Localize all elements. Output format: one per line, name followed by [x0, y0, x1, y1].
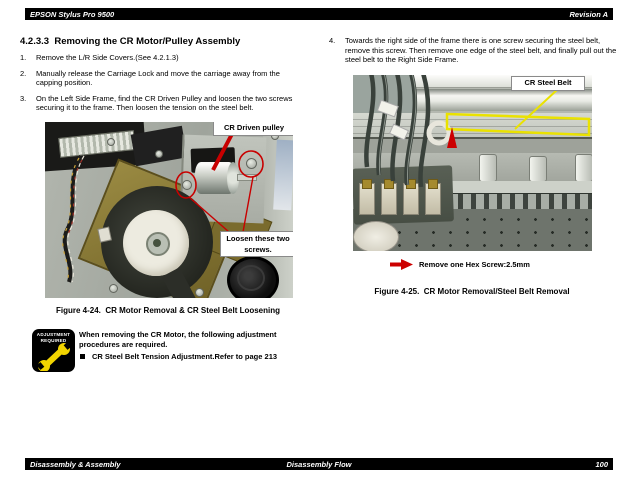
- pulley-hub-screw-shape: [153, 239, 161, 247]
- step-3: 3. On the Left Side Frame, find the CR D…: [20, 94, 308, 113]
- adjustment-bullet-item: CR Steel Belt Tension Adjustment.Refer t…: [80, 352, 277, 362]
- frame-screw: [195, 288, 204, 297]
- section-title: 4.2.3.3 Removing the CR Motor/Pulley Ass…: [20, 36, 241, 47]
- figure-4-24-caption: Figure 4-24. CR Motor Removal & CR Steel…: [55, 306, 281, 315]
- brass-fitting-shape: [384, 179, 394, 189]
- steps-right-column: 4. Towards the right side of the frame t…: [329, 36, 621, 71]
- step-1: 1. Remove the L/R Side Covers.(See 4.2.1…: [20, 53, 308, 63]
- bullet-square-icon: [80, 354, 85, 359]
- header-revision: Revision A: [569, 9, 608, 19]
- hex-note-text: Remove one Hex Screw:2.5mm: [419, 260, 530, 269]
- pulley-end-cap-shape: [227, 162, 239, 194]
- callout-cr-steel-belt: CR Steel Belt: [511, 76, 585, 91]
- figure-4-25-photo: CR Steel Belt: [353, 75, 592, 251]
- tension-screw-right: [246, 158, 257, 169]
- adjustment-required-badge: ADJUSTMENT REQUIRED: [32, 329, 75, 373]
- belt-annotation-overlay: [445, 88, 591, 148]
- step-3-text: On the Left Side Frame, find the CR Driv…: [36, 93, 293, 113]
- badge-text-adjustment: ADJUSTMENT: [36, 332, 71, 337]
- badge-text-required: REQUIRED: [40, 337, 67, 343]
- step-2-number: 2.: [20, 68, 27, 78]
- hex-screw-note: Remove one Hex Screw:2.5mm: [390, 259, 530, 270]
- pump-disc-shape: [353, 221, 399, 251]
- header-bar: EPSON Stylus Pro 9500 Revision A: [25, 8, 613, 20]
- red-arrow-icon: [390, 259, 413, 270]
- red-annotation-overlay: [175, 133, 264, 233]
- frame-screw: [107, 138, 115, 146]
- figure-4-24-photo: CR Driven pulley Loosen these two screws…: [45, 122, 293, 298]
- footer-page-number: 100: [595, 459, 608, 469]
- wire-harness-illustration: [62, 154, 112, 283]
- footer-section: Disassembly Flow: [286, 459, 352, 469]
- knob-inner-ring-shape: [237, 265, 265, 291]
- pulley-shaft-shape: [237, 174, 257, 181]
- footer-chapter: Disassembly & Assembly: [30, 459, 121, 469]
- tension-screw-left: [182, 180, 192, 190]
- step-2: 2. Manually release the Carriage Lock an…: [20, 69, 308, 88]
- step-4-number: 4.: [329, 36, 336, 45]
- step-4: 4. Towards the right side of the frame t…: [329, 36, 621, 65]
- ink-tubes-illustration: [364, 75, 452, 188]
- step-4-text: Towards the right side of the frame ther…: [345, 36, 617, 64]
- step-1-number: 1.: [20, 53, 27, 62]
- step-2-text: Manually release the Carriage Lock and m…: [36, 68, 280, 88]
- wrench-icon: [36, 342, 71, 373]
- footer-bar: Disassembly & Assembly Disassembly Flow …: [25, 458, 613, 470]
- step-1-text: Remove the L/R Side Covers.(See 4.2.1.3): [36, 53, 179, 62]
- frame-screw: [155, 150, 163, 158]
- brass-fitting-shape: [428, 179, 438, 189]
- adjustment-note-text: When removing the CR Motor, the followin…: [79, 330, 277, 349]
- mid-rail-shape: [353, 137, 592, 155]
- steps-left-column: 1. Remove the L/R Side Covers.(See 4.2.1…: [20, 53, 308, 119]
- figure-4-25-caption: Figure 4-25. CR Motor Removal/Steel Belt…: [374, 287, 570, 296]
- adjustment-bullet-text: CR Steel Belt Tension Adjustment.Refer t…: [92, 352, 278, 361]
- frame-screw: [109, 284, 118, 293]
- callout-cr-driven-pulley: CR Driven pulley: [213, 122, 293, 136]
- step-3-number: 3.: [20, 93, 27, 103]
- header-product-title: EPSON Stylus Pro 9500: [30, 9, 115, 19]
- brass-fitting-shape: [362, 179, 372, 189]
- callout-loosen-screws: Loosen these two screws.: [220, 231, 293, 257]
